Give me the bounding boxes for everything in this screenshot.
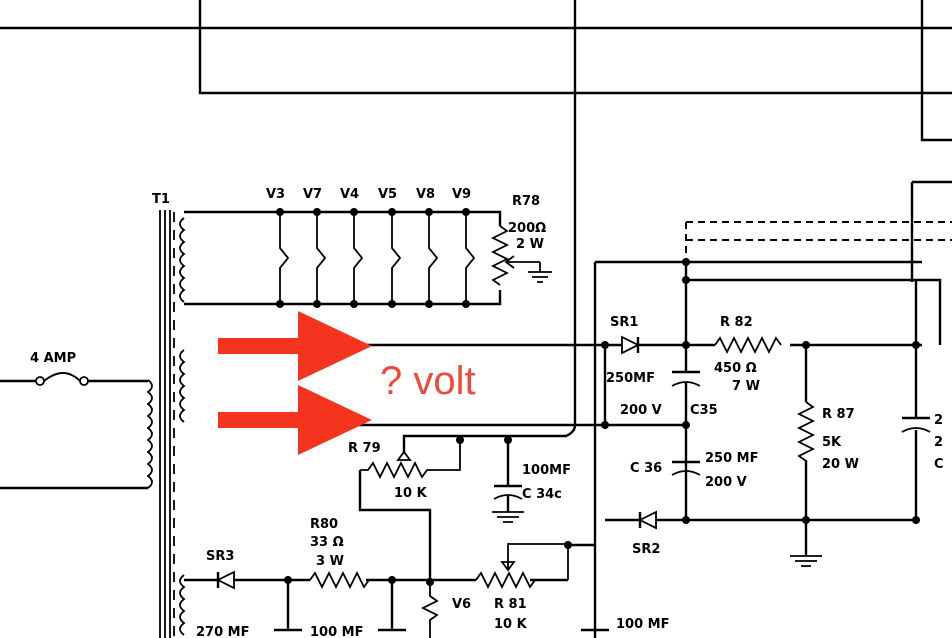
partial-label: C [934,457,944,472]
top-wiring [0,0,952,340]
c36-volt: 200 V [705,475,747,490]
r82-power: 7 W [732,379,760,394]
voltage-annotation: ? volt [218,311,476,455]
resistor-r82: R 82 450 Ω 7 W [714,315,922,394]
capacitor-c36: C 36 250 MF 200 V [605,423,758,490]
r80-value: 33 Ω [310,535,344,550]
resistor-r87: R 87 5K 20 W [790,345,859,567]
capacitor-c34c: 100MF C 34c [492,440,571,523]
filaments [279,212,476,304]
v6-name: V6 [452,597,471,612]
annotation-text: ? volt [380,359,476,403]
transformer-t1: T1 [146,192,186,638]
tube-label: V3 [266,187,285,202]
fuse-label: 4 AMP [30,351,76,366]
r80-power: 3 W [316,554,344,569]
arrow-lower [218,385,372,455]
partial-label: 2 [934,435,943,450]
r79-name: R 79 [348,441,381,456]
r79-value: 10 K [394,486,428,501]
r81-name: R 81 [494,597,527,612]
tube-label: V9 [452,187,471,202]
partial-label: 2 [934,413,943,428]
arrow-upper [218,311,372,381]
tube-label: V5 [378,187,397,202]
capacitor-c35: 250MF 200 V C35 [606,258,718,520]
r87-name: R 87 [822,407,855,422]
resistor-r78: R78 200Ω 2 W [490,194,552,286]
r78-power: 2 W [516,237,544,252]
c100a-cap: 100 MF [310,625,363,638]
r87-value: 5K [822,435,842,450]
c35-name: C35 [690,403,718,418]
r81-value: 10 K [494,617,528,632]
t1-label: T1 [152,192,170,207]
sr3-name: SR3 [206,549,234,564]
tube-labels: V3 V7 V4 V5 V8 V9 [266,187,471,202]
r78-name: R78 [512,194,540,209]
r82-value: 450 Ω [714,361,757,376]
r80-name: R80 [310,517,338,532]
c35-volt: 200 V [620,403,662,418]
r87-power: 20 W [822,457,859,472]
tube-label: V8 [416,187,435,202]
tube-label: V7 [303,187,322,202]
c36-name: C 36 [630,461,662,476]
right-partial-section: 2 2 C [685,180,952,520]
sr1-name: SR1 [610,315,638,330]
sr2-name: SR2 [632,542,660,557]
rectifier-sr2: SR2 [605,510,920,557]
c270-cap: 270 MF [196,625,249,638]
fuse-4amp: 4 AMP [0,351,148,490]
r82-name: R 82 [720,315,753,330]
resistor-r79: R 79 10 K [348,340,577,586]
heater-string: V3 V7 V4 V5 V8 V9 [184,187,502,308]
c36-cap: 250 MF [705,451,758,466]
c34c-cap: 100MF [522,463,571,478]
c100b-cap: 100 MF [616,617,669,632]
r78-value: 200Ω [508,221,546,236]
bias-supply: SR3 270 MF R80 33 Ω 3 W 100 MF V6 R 81 1… [184,517,669,638]
tube-label: V4 [340,187,359,202]
c35-cap: 250MF [606,371,655,386]
c34c-name: C 34c [522,487,562,502]
filament-junctions [276,208,470,308]
